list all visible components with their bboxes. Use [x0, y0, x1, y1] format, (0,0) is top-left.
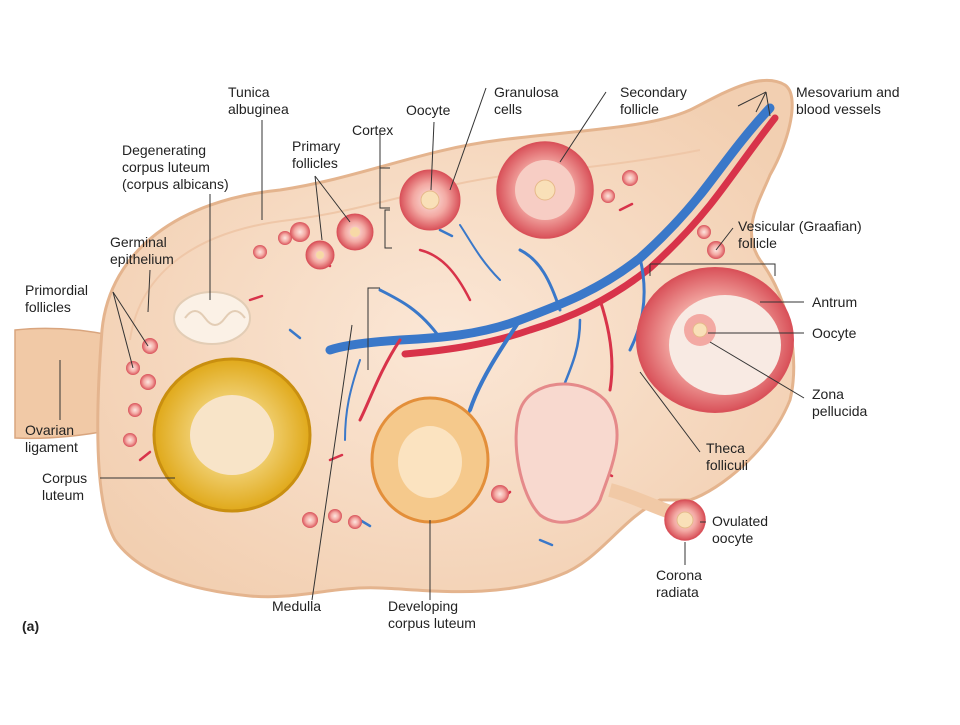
label-oocyte-top: Oocyte [406, 102, 451, 118]
ovulated-oocyte [608, 483, 706, 541]
label-antrum: Antrum [812, 294, 858, 310]
corpus-albicans [173, 291, 251, 345]
corpus-luteum [152, 357, 312, 513]
ruptured-follicle [514, 382, 619, 524]
label-cortex: Cortex [352, 122, 394, 138]
label-medulla: Medulla [272, 598, 322, 614]
label-ovulated-oocyte: Ovulated oocyte [712, 513, 769, 546]
label-ovarian-ligament: Ovarian ligament [25, 422, 78, 455]
label-primordial-follicles: Primordial follicles [25, 282, 89, 315]
label-mesovarium: Mesovarium and blood vessels [796, 84, 900, 117]
label-corpus-luteum: Corpus luteum [42, 470, 88, 503]
label-germinal-epithelium: Germinal epithelium [110, 234, 174, 267]
secondary-follicle [496, 141, 594, 239]
label-theca-folliculi: Theca folliculi [706, 440, 749, 473]
vesicular-follicle [636, 267, 794, 413]
label-oocyte-right: Oocyte [812, 325, 857, 341]
label-zona-pellucida: Zona pellucida [812, 386, 868, 419]
label-granulosa-cells: Granulosa cells [494, 84, 559, 117]
label-degenerating-corpus-luteum: Degenerating corpus luteum (corpus albic… [122, 142, 229, 192]
label-corona-radiata: Corona radiata [656, 567, 702, 600]
primary-follicles [290, 213, 374, 270]
panel-letter: (a) [22, 618, 40, 634]
label-developing-corpus-luteum: Developing corpus luteum [388, 598, 476, 631]
developing-corpus-luteum [370, 396, 490, 524]
label-primary-follicles: Primary follicles [292, 138, 341, 171]
cortex-boundary [129, 149, 701, 341]
primordial-follicles [123, 170, 725, 529]
leader-lines [59, 87, 805, 601]
label-secondary-follicle: Secondary follicle [620, 84, 687, 117]
label-vesicular-follicle: Vesicular (Graafian) follicle [738, 218, 862, 251]
label-tunica-albuginea: Tunica albuginea [228, 84, 289, 117]
oocyte-follicle-top [399, 169, 461, 231]
